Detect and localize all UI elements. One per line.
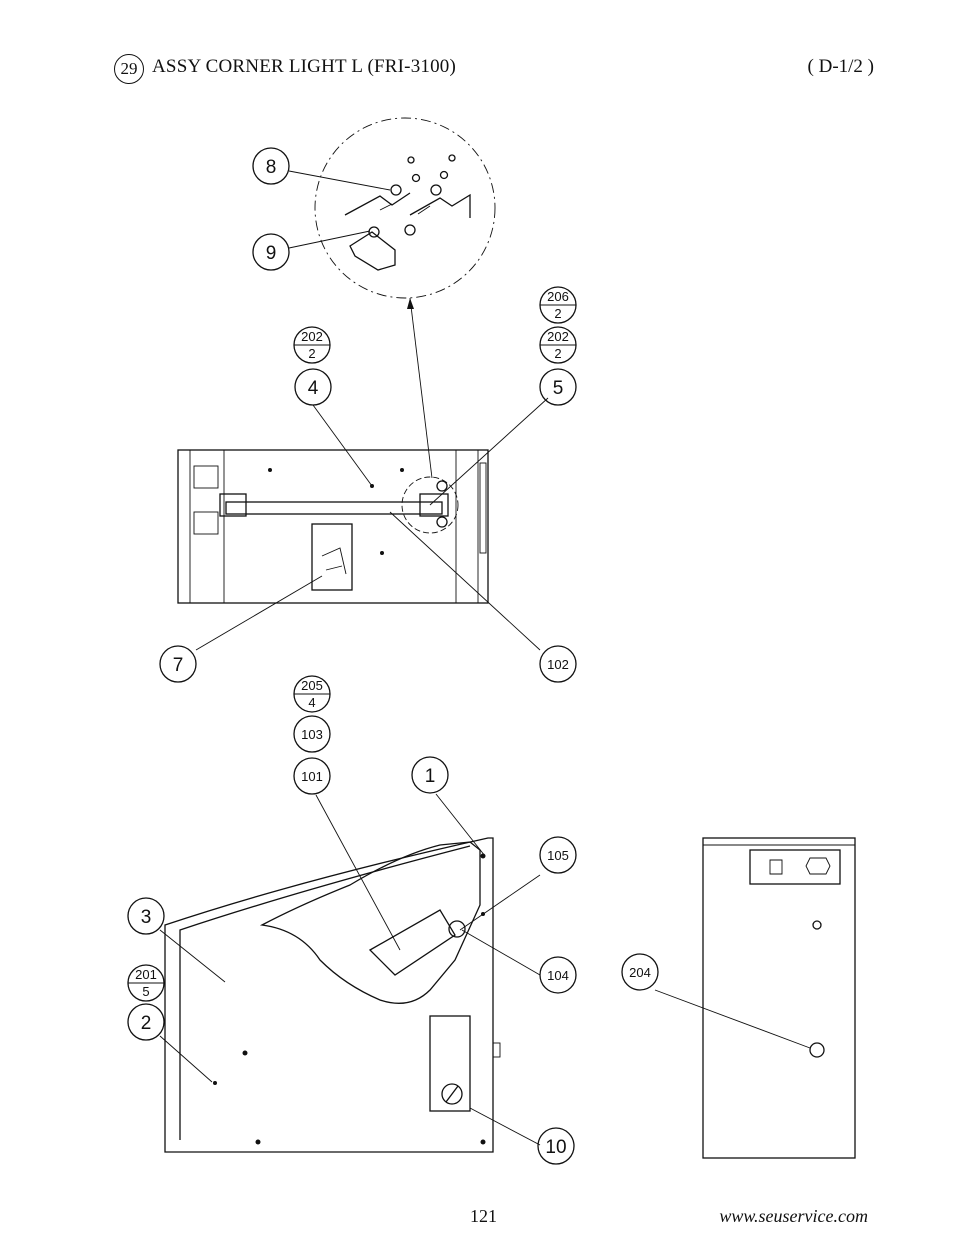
website-url: www.seuservice.com	[719, 1206, 868, 1226]
callout-10: 10	[537, 1127, 575, 1165]
callout-3: 3	[127, 897, 165, 935]
svg-text:206: 206	[547, 289, 569, 304]
svg-text:205: 205	[301, 678, 323, 693]
callout-103: 103	[293, 715, 331, 753]
svg-text:10: 10	[545, 1137, 566, 1158]
callout-5: 5	[539, 368, 577, 406]
svg-text:5: 5	[553, 378, 564, 399]
callout-204: 204	[621, 953, 659, 991]
fraction-callout-202-upper: 202 2	[293, 326, 331, 364]
detail-view	[314, 117, 496, 299]
fraction-callout-206: 206 2	[539, 286, 577, 324]
svg-text:2: 2	[554, 306, 561, 321]
fraction-callout-205: 205 4	[293, 675, 331, 713]
svg-text:105: 105	[547, 848, 569, 863]
assembly-title: ASSY CORNER LIGHT L (FRI-3100)	[152, 56, 457, 77]
svg-text:2: 2	[141, 1013, 152, 1034]
svg-text:202: 202	[547, 329, 569, 344]
callout-2: 2	[127, 1003, 165, 1041]
callout-104: 104	[539, 956, 577, 994]
svg-text:9: 9	[266, 243, 277, 264]
fraction-callout-201: 201 5	[127, 964, 165, 1002]
svg-text:103: 103	[301, 727, 323, 742]
svg-text:204: 204	[629, 965, 651, 980]
svg-text:7: 7	[173, 655, 184, 676]
svg-text:104: 104	[547, 968, 569, 983]
svg-text:201: 201	[135, 967, 157, 982]
callout-8: 8	[252, 147, 290, 185]
sheet-code: ( D-1/2 )	[807, 56, 874, 77]
callout-105: 105	[539, 836, 577, 874]
svg-text:5: 5	[142, 984, 149, 999]
side-view	[164, 837, 501, 1153]
callout-101: 101	[293, 757, 331, 795]
svg-text:101: 101	[301, 769, 323, 784]
callout-102: 102	[539, 645, 577, 683]
svg-text:3: 3	[141, 907, 152, 928]
callout-4: 4	[294, 368, 332, 406]
page-number: 121	[470, 1206, 497, 1226]
callout-9: 9	[252, 233, 290, 271]
callout-7: 7	[159, 645, 197, 683]
back-view	[702, 837, 856, 1159]
svg-text:2: 2	[554, 346, 561, 361]
svg-text:102: 102	[547, 657, 569, 672]
assembly-number: 29	[114, 54, 144, 84]
panel-view	[177, 449, 489, 604]
svg-text:202: 202	[301, 329, 323, 344]
svg-text:2: 2	[308, 346, 315, 361]
svg-text:1: 1	[425, 766, 436, 787]
svg-text:4: 4	[308, 378, 319, 399]
svg-text:8: 8	[266, 157, 277, 178]
svg-text:4: 4	[308, 695, 315, 710]
page-header: 29 ASSY CORNER LIGHT L (FRI-3100) ( D-1/…	[114, 54, 874, 84]
fraction-callout-202-lower: 202 2	[539, 326, 577, 364]
callout-1: 1	[411, 756, 449, 794]
leader-lines	[159, 170, 811, 1146]
